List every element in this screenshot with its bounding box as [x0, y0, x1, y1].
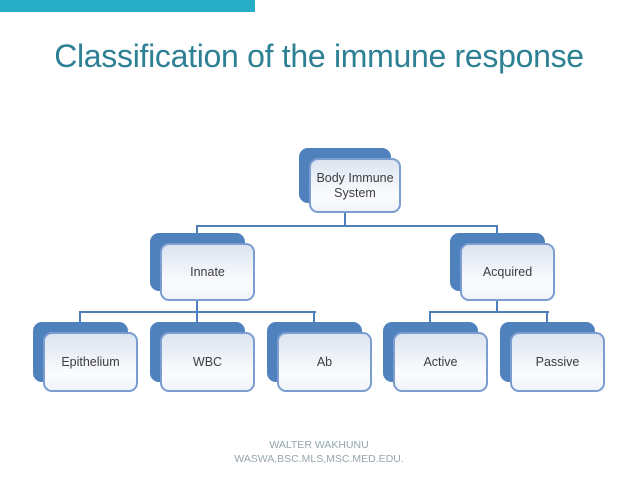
connector-passive-stub	[546, 311, 548, 322]
footer-line2: WASWA,BSC.MLS,MSC.MED.EDU.	[234, 452, 404, 465]
connector-acquired-children-stub	[496, 301, 498, 312]
node-epithelium-label: Epithelium	[61, 354, 120, 369]
node-wbc-label: WBC	[192, 354, 223, 369]
node-active: Active	[383, 322, 488, 392]
accent-bar	[0, 0, 255, 12]
node-wbc: WBC	[150, 322, 255, 392]
connector-innate-stub	[196, 225, 198, 234]
node-ab: Ab	[267, 322, 372, 392]
node-ab-label: Ab	[316, 354, 333, 369]
connector-innate-horizontal	[79, 311, 316, 313]
node-epithelium-box: Epithelium	[43, 332, 138, 392]
node-body-immune-system-label: Body Immune System	[316, 170, 394, 200]
node-innate-box: Innate	[160, 243, 255, 301]
node-passive-label: Passive	[535, 354, 580, 369]
node-body-immune-system: Body Immune System	[299, 148, 401, 213]
node-acquired-label: Acquired	[482, 264, 533, 279]
footer-credit: WALTER WAKHUNU WASWA,BSC.MLS,MSC.MED.EDU…	[0, 439, 638, 466]
connector-epithelium-stub	[79, 311, 81, 322]
node-ab-box: Ab	[277, 332, 372, 392]
connector-active-stub	[429, 311, 431, 322]
node-active-label: Active	[423, 354, 458, 369]
node-body-immune-system-box: Body Immune System	[309, 158, 401, 213]
connector-level1-horizontal	[196, 225, 498, 227]
footer-line1: WALTER WAKHUNU	[269, 439, 369, 451]
node-passive-box: Passive	[510, 332, 605, 392]
connector-acquired-horizontal	[429, 311, 549, 313]
node-acquired: Acquired	[450, 233, 555, 301]
node-acquired-box: Acquired	[460, 243, 555, 301]
node-innate: Innate	[150, 233, 255, 301]
node-innate-label: Innate	[190, 264, 225, 279]
connector-acquired-stub	[496, 225, 498, 234]
connector-ab-stub	[313, 311, 315, 322]
node-epithelium: Epithelium	[33, 322, 138, 392]
slide-title: Classification of the immune response	[54, 38, 584, 74]
node-passive: Passive	[500, 322, 605, 392]
node-wbc-box: WBC	[160, 332, 255, 392]
connector-root-stub	[344, 213, 346, 226]
node-active-box: Active	[393, 332, 488, 392]
